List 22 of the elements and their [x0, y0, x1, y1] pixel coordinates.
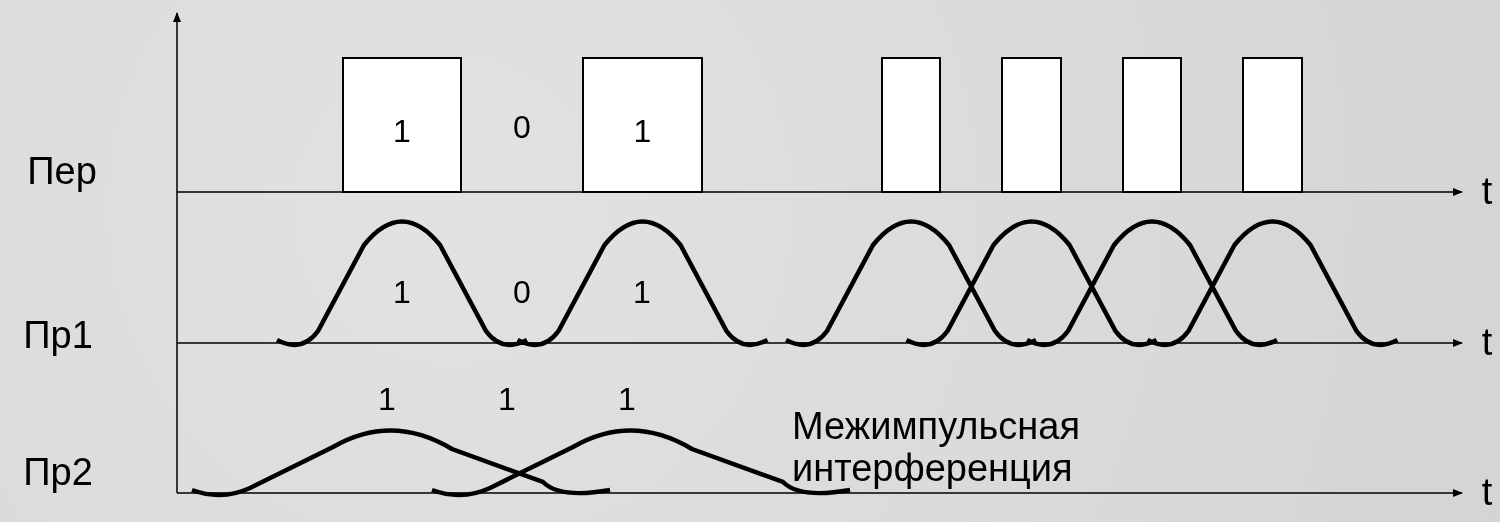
signal-name: Пр1	[23, 315, 93, 357]
bit-value: 1	[393, 112, 411, 147]
signal-name: Пер	[27, 151, 97, 193]
pulse-rect	[1242, 57, 1303, 193]
bit-value: 1	[618, 382, 636, 418]
pulse-rect	[342, 57, 462, 193]
pulse-rect	[582, 57, 703, 193]
bit-value: 0	[513, 275, 531, 311]
bit-value: 1	[393, 275, 411, 311]
bit-value: 1	[633, 275, 651, 311]
axis-label: t	[1481, 472, 1493, 514]
bit-value: 1	[633, 112, 652, 147]
pulse-rect	[1122, 57, 1182, 193]
axis-label: t	[1481, 171, 1493, 213]
pulse-rect	[1001, 57, 1062, 193]
axis-label: t	[1481, 322, 1493, 364]
bit-value: 0	[513, 110, 531, 146]
bit-value: 1	[498, 382, 516, 418]
pulse-rect	[881, 57, 941, 193]
annotation-text: Межимпульсная интерференция	[792, 406, 1081, 490]
signal-name: Пр2	[23, 452, 93, 494]
bit-value: 1	[378, 382, 396, 418]
